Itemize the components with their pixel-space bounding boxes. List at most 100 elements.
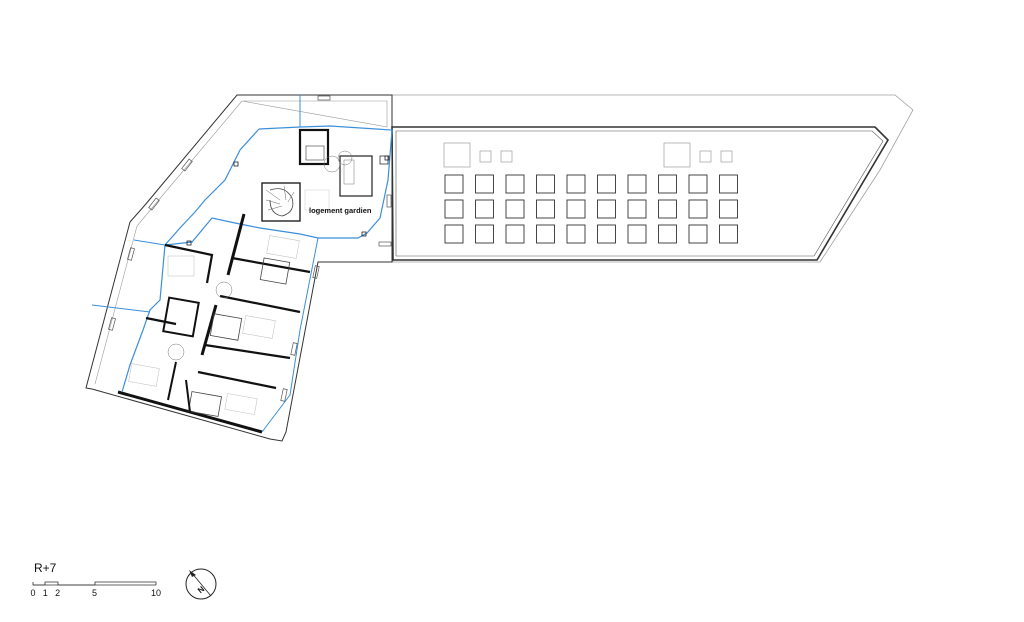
- apartment-envelope: [164, 128, 260, 246]
- roof-panel: [475, 174, 494, 194]
- partition-line: [261, 394, 291, 433]
- roof-panel: [566, 199, 586, 219]
- kitchen-counter: [343, 159, 355, 185]
- roof-panel: [688, 224, 708, 244]
- roof-panel: [658, 174, 677, 194]
- post: [361, 231, 367, 237]
- roof-vent: [699, 150, 712, 163]
- bed: [167, 255, 195, 277]
- roof-panel: [688, 199, 708, 219]
- roof-panel: [688, 174, 708, 194]
- roof-panel: [475, 199, 494, 219]
- facade-window: [148, 197, 160, 211]
- unit-wall: [226, 213, 246, 276]
- post: [384, 155, 390, 161]
- elevator-shaft: [298, 128, 330, 166]
- post: [233, 161, 239, 167]
- roof-panel: [444, 174, 464, 194]
- roof-panel: [444, 224, 464, 244]
- stair-core: [261, 182, 301, 222]
- roof-vent: [720, 150, 733, 163]
- north-arrow-head: [189, 570, 196, 577]
- post: [186, 240, 192, 246]
- roof-panel: [627, 174, 647, 194]
- roof-panel: [536, 174, 555, 194]
- bathroom: [188, 391, 222, 417]
- partition-line: [91, 304, 151, 313]
- studio-unit-6: [128, 361, 191, 413]
- north-arrow-label: N: [196, 584, 206, 595]
- roof-hatch-left: [443, 142, 471, 168]
- unit-wall: [185, 379, 191, 413]
- roof-panel: [505, 224, 525, 244]
- bed: [128, 363, 160, 387]
- terrace-parapet-inner: [395, 130, 884, 257]
- roof-panel: [597, 224, 616, 244]
- scale-tick-label: 10: [151, 588, 161, 598]
- facade-window: [280, 388, 288, 402]
- bathroom: [162, 296, 200, 338]
- door-swing: [167, 343, 185, 361]
- stair-tread: [287, 191, 295, 203]
- apartment-envelope: [121, 125, 393, 393]
- roof-panel: [505, 174, 525, 194]
- bed: [266, 235, 300, 259]
- scale-tick-label: 5: [92, 588, 97, 598]
- level-label: R+7: [34, 561, 57, 575]
- north-arrow: N: [185, 568, 217, 600]
- stair-tread: [265, 189, 281, 201]
- residential-floor: logement gardien: [85, 94, 393, 442]
- unit-wall: [164, 243, 214, 284]
- roof-panel: [536, 199, 555, 219]
- door-swing: [337, 150, 353, 166]
- door-swing: [323, 155, 341, 173]
- unit-wall: [219, 294, 301, 314]
- terrace-parapet: [391, 126, 890, 261]
- roof-panel: [627, 224, 647, 244]
- scale-tick-label: 2: [55, 588, 60, 598]
- room-label-logement-gardien: logement gardien: [309, 206, 372, 215]
- facade-window: [386, 194, 392, 208]
- roof-panel: [658, 199, 677, 219]
- studio-unit-4: [164, 243, 214, 284]
- terrace-outer-outline: [391, 94, 914, 263]
- spiral-stair: [269, 188, 294, 217]
- bathroom: [259, 257, 291, 285]
- roof-vent: [479, 150, 492, 163]
- slab-outline: [85, 94, 393, 442]
- roof-panel: [444, 199, 464, 219]
- partition-line: [299, 237, 319, 331]
- facade-window: [181, 158, 193, 172]
- balcony-inner-edge: [94, 100, 243, 385]
- roof-solar-grid: [444, 174, 738, 244]
- bathroom: [209, 313, 243, 341]
- roof-panel: [475, 224, 494, 244]
- unit-wall: [200, 304, 218, 356]
- studio-unit-3: [188, 370, 277, 417]
- studio-unit-2: [200, 294, 301, 360]
- facade-window: [108, 317, 116, 331]
- studio-unit-1: [226, 213, 311, 285]
- unit-wall: [231, 256, 311, 274]
- unit-wall: [197, 370, 277, 390]
- roof-vent: [500, 150, 513, 163]
- roof-terrace: [391, 94, 914, 263]
- roof-panel: [719, 174, 738, 194]
- studio-unit-5: [145, 296, 200, 361]
- scale-bar-line: [32, 581, 157, 586]
- stair-tread: [283, 185, 287, 201]
- dining-table: [304, 189, 330, 211]
- kitchen-block: [339, 155, 373, 197]
- roof-panel: [566, 174, 586, 194]
- facade-window: [127, 247, 135, 261]
- facade-window: [290, 342, 298, 356]
- roof-panel: [627, 199, 647, 219]
- scale-tick-label: 0: [30, 588, 35, 598]
- door-swing: [215, 281, 233, 299]
- partition-line: [133, 239, 166, 246]
- elevator-cabin: [305, 145, 325, 161]
- roof-panel: [566, 224, 586, 244]
- scale-tick-label: 1: [43, 588, 48, 598]
